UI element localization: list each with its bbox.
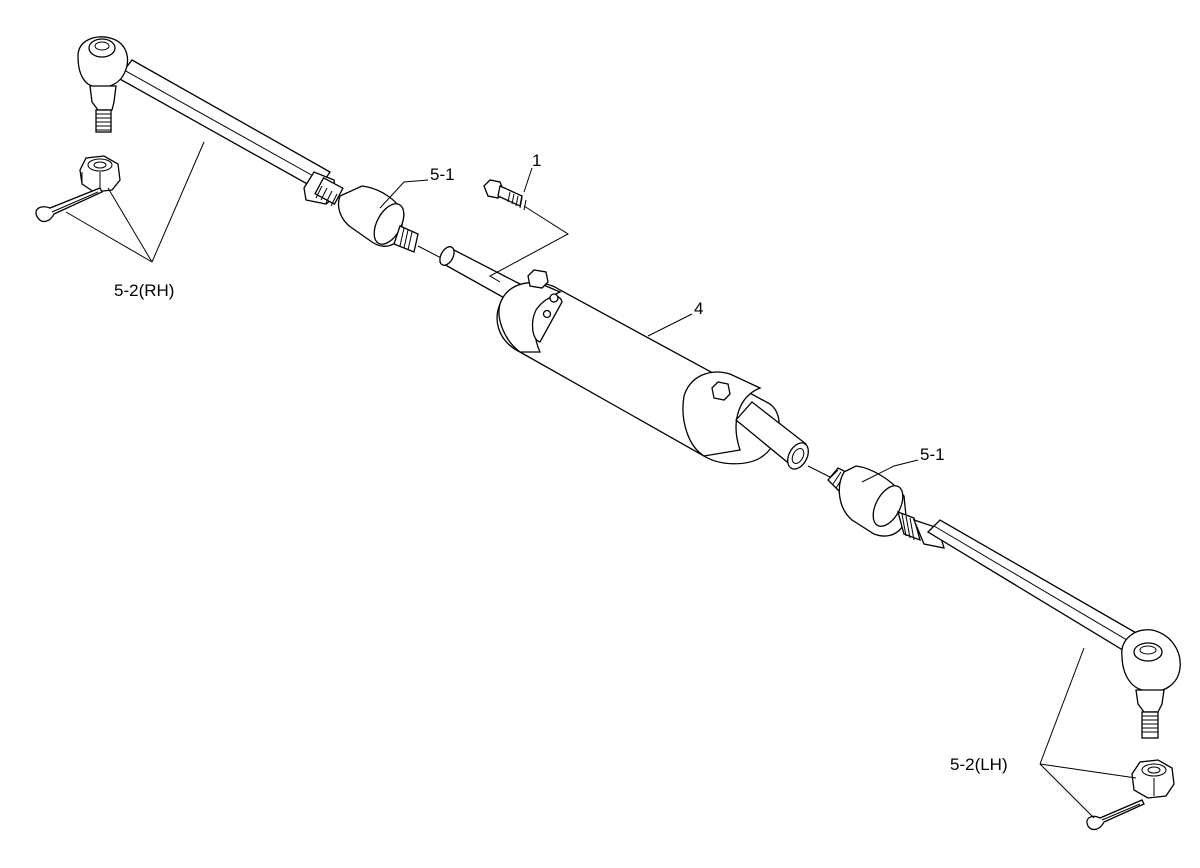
callout-cylinder: 4 xyxy=(694,299,703,318)
callout-adapter-lower: 5-1 xyxy=(920,445,945,464)
castle-nut-lh xyxy=(1131,759,1175,799)
cotter-pin-lh xyxy=(1086,799,1145,831)
rod-adapter-upper xyxy=(314,177,419,253)
callout-adapter-upper: 5-1 xyxy=(430,165,455,184)
leader-lines xyxy=(65,141,1137,819)
callout-tie-rod-rh: 5-2(RH) xyxy=(114,281,174,300)
tie-rod-end-lh xyxy=(912,518,1181,739)
rod-adapter-lower xyxy=(827,465,921,542)
callout-tie-rod-lh: 5-2(LH) xyxy=(950,755,1008,774)
cotter-pin-rh xyxy=(35,187,103,223)
castle-nut-rh xyxy=(79,155,121,193)
bolt xyxy=(483,179,527,211)
center-axis-lower xyxy=(807,465,833,479)
callout-bolt: 1 xyxy=(532,151,541,170)
steering-cylinder xyxy=(438,246,809,470)
